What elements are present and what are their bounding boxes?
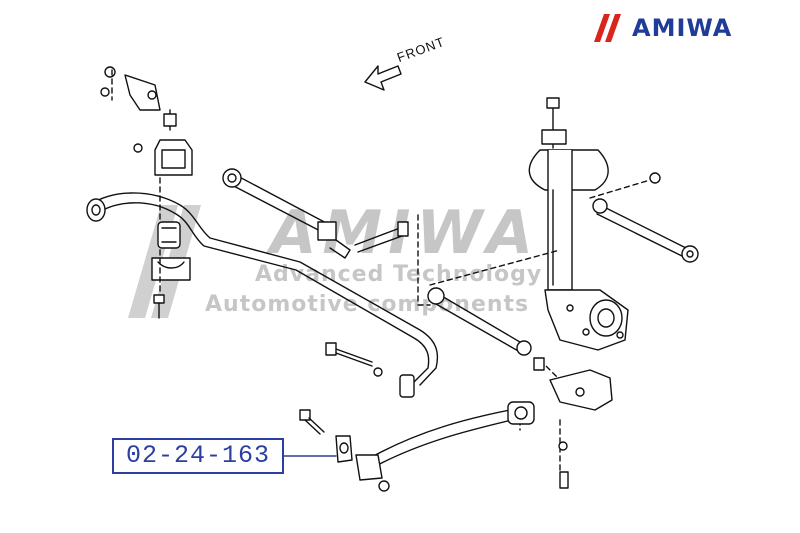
watermark-tagline-2: Automotive components (205, 292, 530, 317)
trailing-arm-bushing (335, 435, 353, 463)
brand-logo: AMIWA (588, 10, 793, 46)
brand-slash-icon (594, 14, 621, 42)
bolt-set-middle (325, 342, 415, 398)
brand-name: AMIWA (632, 14, 733, 42)
dashed-guides-left (111, 69, 161, 296)
part-number-callout[interactable]: 02-24-163 (112, 438, 284, 474)
lower-bolt-left (153, 294, 165, 319)
front-arrow-icon (364, 65, 402, 91)
lower-lateral-link (427, 287, 532, 356)
right-upper-link (592, 172, 699, 263)
strut-assembly (528, 97, 629, 351)
upper-lateral-link (222, 168, 409, 259)
bolt-set-lower (299, 357, 569, 489)
stabilizer-bushing (151, 221, 191, 281)
trailing-arm (355, 369, 613, 492)
upper-bracket (100, 66, 193, 176)
stabilizer-bar (86, 192, 439, 386)
